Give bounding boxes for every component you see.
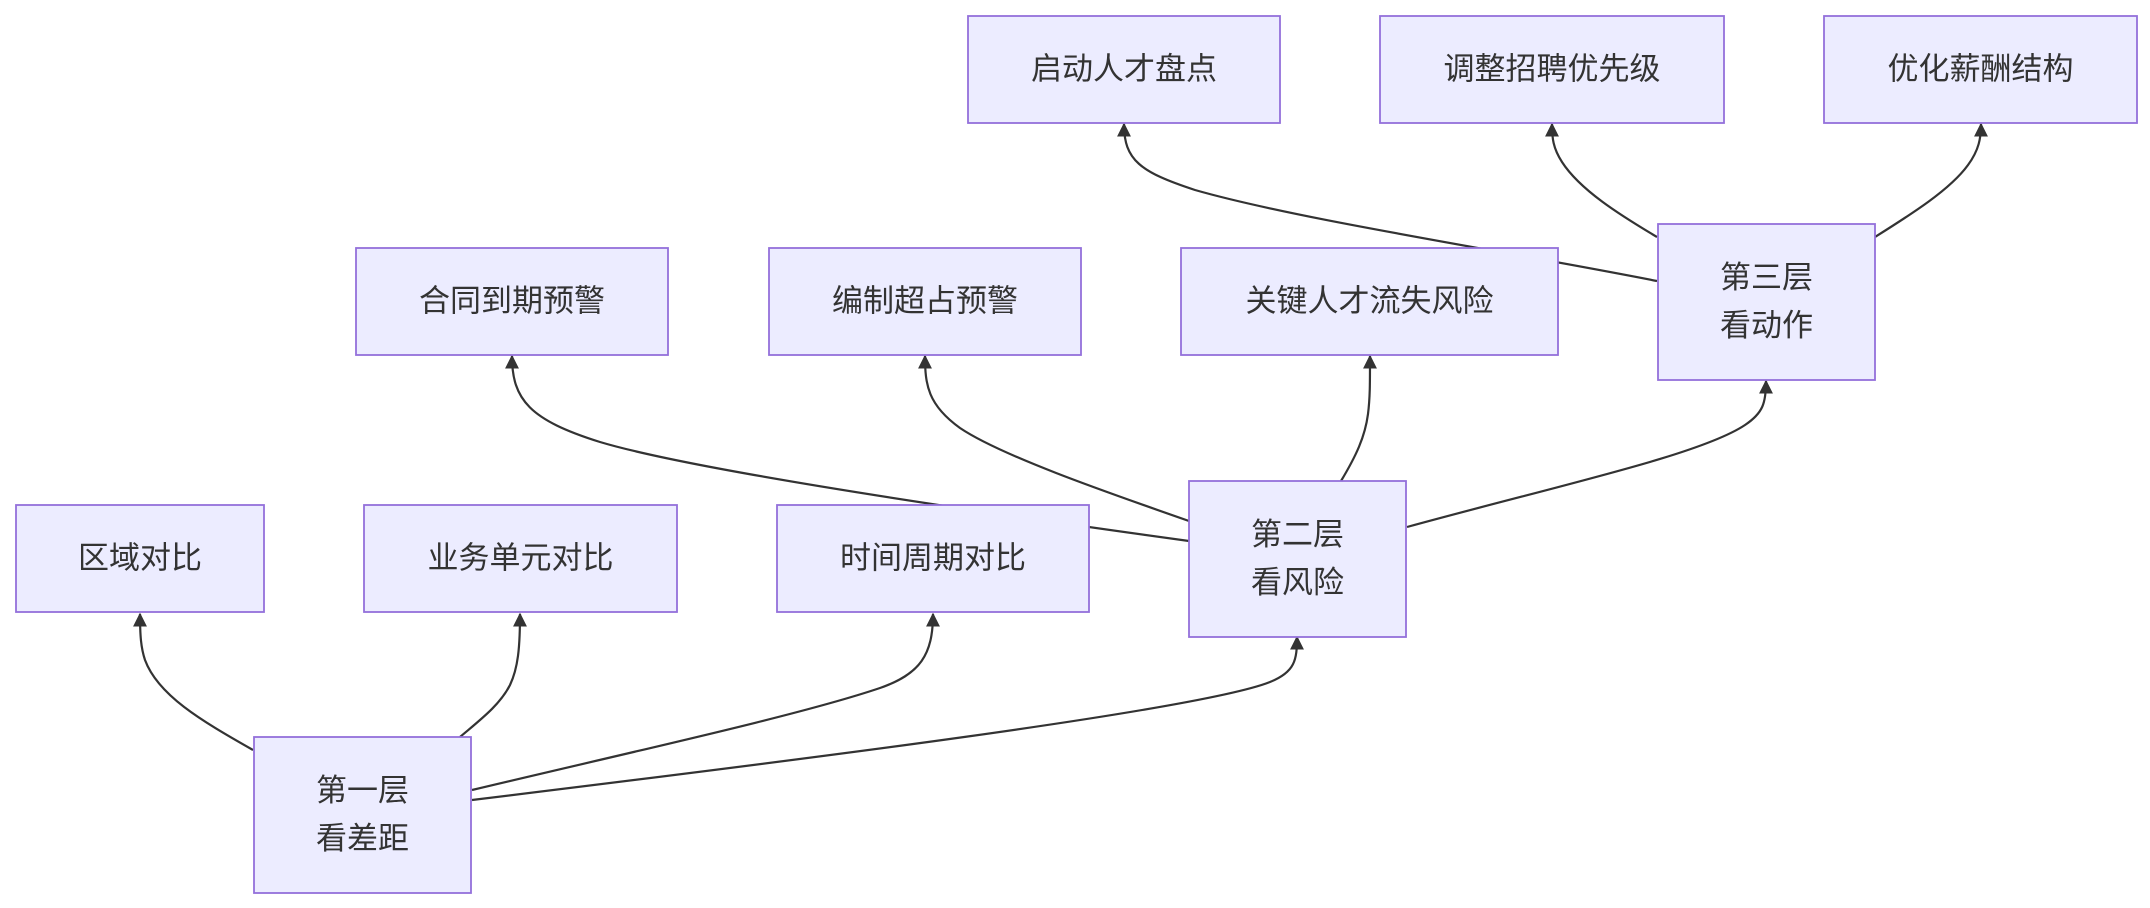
node-label: 时间周期对比 — [840, 541, 1026, 577]
node-talent-inventory: 启动人才盘点 — [967, 15, 1281, 124]
node-region-compare: 区域对比 — [15, 504, 265, 613]
node-label: 启动人才盘点 — [1031, 52, 1217, 88]
node-label: 合同到期预警 — [419, 284, 605, 320]
edge-l2-headcount — [918, 354, 1190, 523]
node-label: 看动作 — [1720, 308, 1813, 344]
node-label: 编制超占预警 — [832, 284, 1018, 320]
node-bu-compare: 业务单元对比 — [363, 504, 678, 613]
node-label: 优化薪酬结构 — [1888, 52, 2074, 88]
edge-l1-l2 — [471, 635, 1304, 802]
node-label: 业务单元对比 — [428, 541, 614, 577]
node-label: 调整招聘优先级 — [1444, 52, 1661, 88]
edge-l1-period — [471, 612, 940, 792]
node-recruit-priority: 调整招聘优先级 — [1379, 15, 1725, 124]
edge-l2-l3 — [1406, 379, 1773, 529]
node-label: 第一层 — [316, 773, 409, 809]
edge-l3-salary — [1874, 122, 1988, 238]
edge-l1-region — [133, 612, 254, 751]
node-label: 第三层 — [1720, 260, 1813, 296]
node-talent-loss-risk: 关键人才流失风险 — [1180, 247, 1559, 356]
node-label: 第二层 — [1251, 517, 1344, 553]
node-period-compare: 时间周期对比 — [776, 504, 1090, 613]
node-label: 区域对比 — [78, 541, 202, 577]
node-contract-warning: 合同到期预警 — [355, 247, 669, 356]
node-salary-structure: 优化薪酬结构 — [1823, 15, 2138, 124]
edge-l3-recruit — [1545, 122, 1658, 238]
node-label: 关键人才流失风险 — [1246, 284, 1494, 320]
edge-l2-talent-loss — [1340, 354, 1377, 482]
edge-l1-bu — [459, 612, 527, 738]
node-headcount-warning: 编制超占预警 — [768, 247, 1082, 356]
node-label: 看差距 — [316, 821, 409, 857]
node-label: 看风险 — [1251, 565, 1344, 601]
